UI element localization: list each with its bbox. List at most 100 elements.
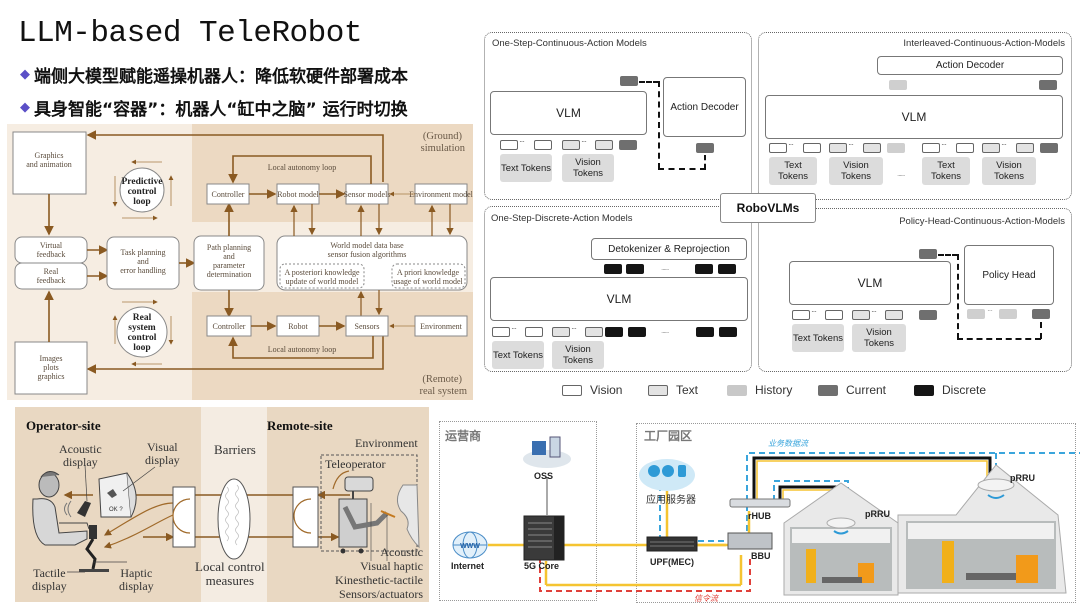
real-system-row: Controller Robot Sensors Environment Loc… <box>206 315 468 359</box>
text-token <box>885 310 903 320</box>
environment-shape <box>397 484 420 549</box>
sim-sensor-models-box <box>345 183 389 205</box>
prru-device-icon <box>826 517 856 529</box>
images-label: plots <box>43 363 59 372</box>
text-token <box>562 140 580 150</box>
oss-label: OSS <box>534 471 554 481</box>
real-sensors-box <box>345 315 389 337</box>
vision-tokens-label: Vision Tokens <box>829 157 883 185</box>
path-planning-label: determination <box>207 270 251 279</box>
vision-tokens-label: Vision Tokens <box>982 157 1036 185</box>
dashed-arrow <box>1040 322 1042 339</box>
operator-relay-box <box>172 486 196 548</box>
action-decoder-box: Action Decoder <box>663 77 746 137</box>
label-line: display <box>62 455 98 469</box>
world-model-label: sensor fusion algorithms <box>328 250 407 259</box>
bullet-text: 具身智能“容器”：机器人“缸中之脑” 运行时切换 <box>34 100 408 120</box>
legend-label: Text <box>676 383 699 397</box>
teleoperation-sites-diagram: OK ? <box>15 407 429 602</box>
operator-zone-label: 运营商 <box>445 429 482 443</box>
rhub-device-icon <box>729 498 791 508</box>
real-environment-label: Environment <box>420 322 463 331</box>
task-planning-label: Task planning <box>121 248 166 257</box>
history-token <box>889 80 907 90</box>
app-server-label: 应用服务器 <box>646 495 696 506</box>
app-server-cloud-icon <box>639 459 695 491</box>
dashed-connector <box>957 338 1041 340</box>
legend-swatch <box>818 384 838 396</box>
history-token <box>887 143 905 153</box>
vision-token <box>825 310 843 320</box>
sim-sensor-models-label: Sensor models <box>344 190 391 199</box>
operator-zone <box>439 421 597 601</box>
real-loop-label: loop <box>133 343 150 353</box>
vision-token <box>534 140 552 150</box>
predictive-loop-label: loop <box>133 197 150 207</box>
corner-label-top-1: (Ground) <box>423 131 463 142</box>
sim-environment-model-label: Environment model <box>409 190 473 199</box>
vlm-box: VLM <box>765 95 1063 139</box>
path-planning-label: Path planning <box>207 243 251 252</box>
discrete-token <box>718 264 736 274</box>
label-line: display <box>145 453 180 467</box>
ellipsis: ··· <box>511 324 517 333</box>
real-sensors-label: Sensors <box>355 322 380 331</box>
visual-display-icon: OK ? <box>98 472 137 518</box>
predictive-loop-circle <box>119 167 165 213</box>
5g-core-server-icon <box>523 515 565 561</box>
posteriori-box <box>279 263 365 289</box>
real-feedback-label: feedback <box>37 276 66 285</box>
operator-site-heading: Operator-site <box>26 418 101 433</box>
legend-swatch <box>914 384 934 396</box>
dashed-connector <box>957 254 959 339</box>
internet-label: Internet <box>451 561 485 571</box>
data-flow-label: 业务数据流 <box>768 439 808 448</box>
network-svg: WWW <box>452 436 1080 596</box>
discrete-token <box>695 264 713 274</box>
posteriori-label: A posteriori knowledge <box>284 268 360 277</box>
interleaved-panel: Interleaved-Continuous-Action-Models Act… <box>758 32 1072 200</box>
text-token <box>982 143 1000 153</box>
ellipsis: ··· <box>571 324 577 333</box>
virtual-feedback-label: feedback <box>37 250 66 259</box>
label-line: Acoustic <box>59 442 102 456</box>
ellipsis: ··· <box>811 307 817 316</box>
images-box <box>14 341 88 395</box>
visual-display-label: Visual display <box>145 441 180 467</box>
text-tokens-label: Text Tokens <box>792 324 844 352</box>
teleoperation-svg: OK ? <box>32 454 420 573</box>
upf-server-icon <box>646 536 698 552</box>
text-token <box>585 327 603 337</box>
vision-token <box>956 143 974 153</box>
action-decoder-box: Action Decoder <box>877 56 1063 75</box>
vision-token <box>922 143 940 153</box>
images-label: Images <box>39 354 62 363</box>
label-line: display <box>32 579 67 593</box>
control-diagram-svg: (Ground) simulation (Remote) real system… <box>12 124 473 400</box>
ellipsis: ··· <box>848 140 854 149</box>
virtual-feedback-label: Virtual <box>40 241 63 250</box>
diamond-bullet-icon: ◆ <box>20 67 30 82</box>
path-planning-label: parameter <box>213 261 245 270</box>
legend-item: Current <box>818 383 886 397</box>
dashed-connector <box>658 168 706 170</box>
vision-token <box>769 143 787 153</box>
ellipsis: ··· <box>581 137 587 146</box>
task-planning-label: error handling <box>120 266 166 275</box>
text-token <box>852 310 870 320</box>
dashed-connector <box>938 254 958 256</box>
legend-label: History <box>755 383 793 397</box>
vision-tokens-label: Vision Tokens <box>852 324 906 352</box>
legend-label: Discrete <box>942 383 987 397</box>
current-token <box>919 310 937 320</box>
label-line: Sensors/actuators <box>339 587 423 601</box>
world-model-label: World model data base <box>330 241 404 250</box>
teleoperator-box <box>320 454 418 552</box>
dashed-connector <box>639 81 659 83</box>
real-loop-circle <box>116 306 168 358</box>
real-loop-label: system <box>128 323 156 333</box>
detokenizer-box: Detokenizer & Reprojection <box>591 238 747 260</box>
ellipsis: ...... <box>897 169 905 178</box>
signal-flow-line <box>539 555 751 592</box>
panel-title: One-Step-Continuous-Action Models <box>492 38 647 49</box>
